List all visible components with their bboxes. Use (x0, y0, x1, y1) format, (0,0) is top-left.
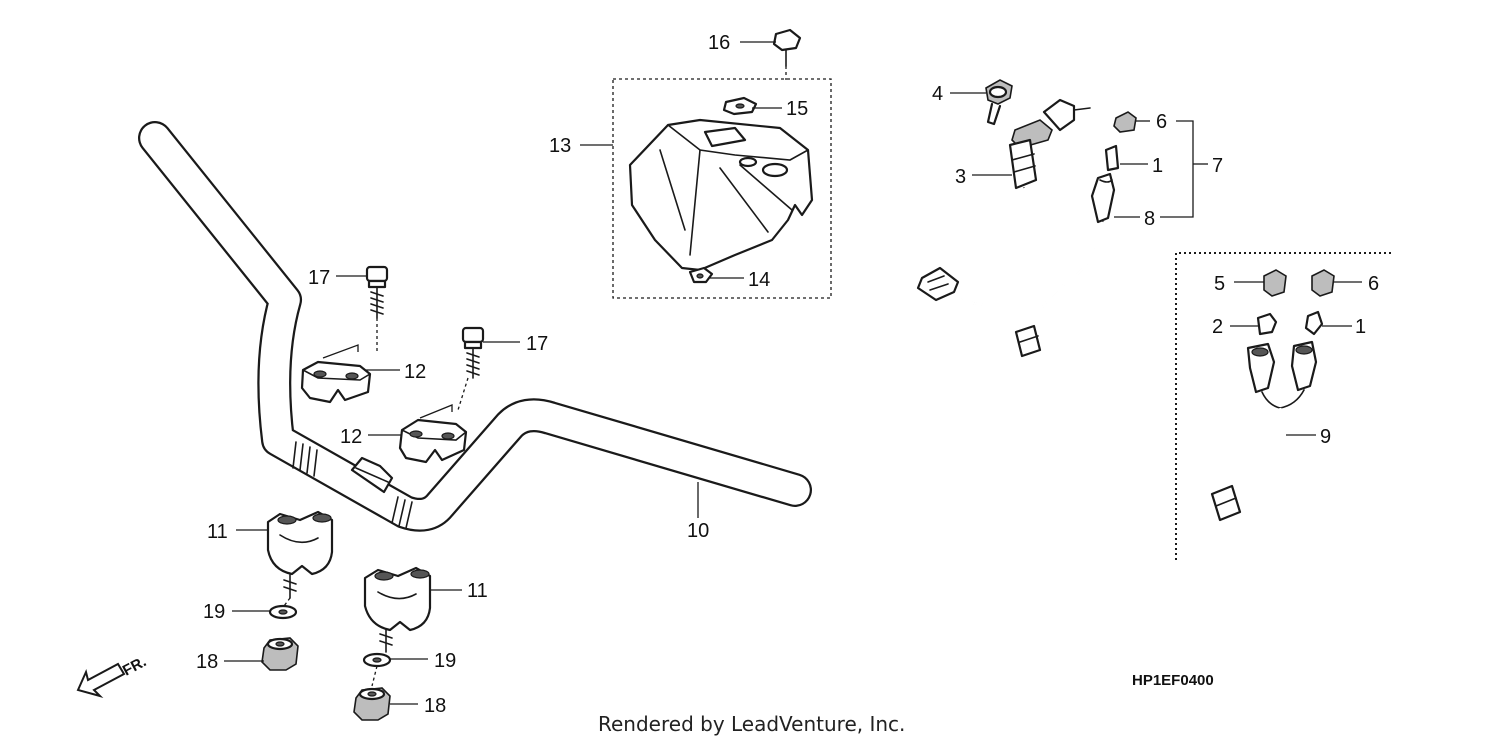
indicator-socket (1014, 111, 1137, 358)
callout-14: 14 (748, 269, 770, 291)
front-direction-arrow: FR. (76, 653, 149, 698)
callout-1-top: 1 (1152, 155, 1163, 177)
upper-holder-left (300, 265, 389, 404)
callout-17-left: 17 (308, 267, 330, 289)
callout-11-left: 11 (207, 521, 228, 543)
credit-text: Rendered by LeadVenture, Inc. (598, 712, 905, 736)
callout-19-left: 19 (203, 601, 225, 623)
callout-4: 4 (932, 83, 943, 105)
callout-17-right: 17 (526, 333, 548, 355)
callout-5: 5 (1214, 273, 1225, 295)
ignition-switch (916, 79, 1091, 307)
callout-2: 2 (1212, 316, 1223, 338)
callout-1-inset: 1 (1355, 316, 1366, 338)
callout-18-left: 18 (196, 651, 218, 673)
handlebar (138, 121, 812, 532)
lower-holder-left (261, 510, 334, 671)
callout-15: 15 (786, 98, 808, 120)
callout-3: 3 (955, 166, 966, 188)
lower-holder-right (353, 566, 432, 721)
callout-labels: 16 15 13 14 4 6 3 1 7 8 17 17 12 12 5 6 … (196, 32, 1379, 717)
leader-lines (224, 41, 1362, 705)
callout-6-inset: 6 (1368, 273, 1379, 295)
direction-label: FR. (120, 653, 149, 679)
callout-11-right: 11 (467, 580, 488, 602)
upper-holder-right (398, 326, 485, 464)
diagram-code: HP1EF0400 (1132, 672, 1214, 689)
handlebar-cover (612, 28, 832, 299)
callout-6-top: 6 (1156, 111, 1167, 133)
callout-12-bottom: 12 (340, 426, 362, 448)
callout-9: 9 (1320, 426, 1331, 448)
callout-12-top: 12 (404, 361, 426, 383)
callout-10: 10 (687, 520, 709, 542)
callout-7: 7 (1212, 155, 1223, 177)
callout-19-right: 19 (434, 650, 456, 672)
callout-16: 16 (708, 32, 730, 54)
callout-18-right: 18 (424, 695, 446, 717)
callout-8: 8 (1144, 208, 1155, 230)
callout-13: 13 (549, 135, 571, 157)
indicator-socket-inset (1175, 252, 1392, 560)
